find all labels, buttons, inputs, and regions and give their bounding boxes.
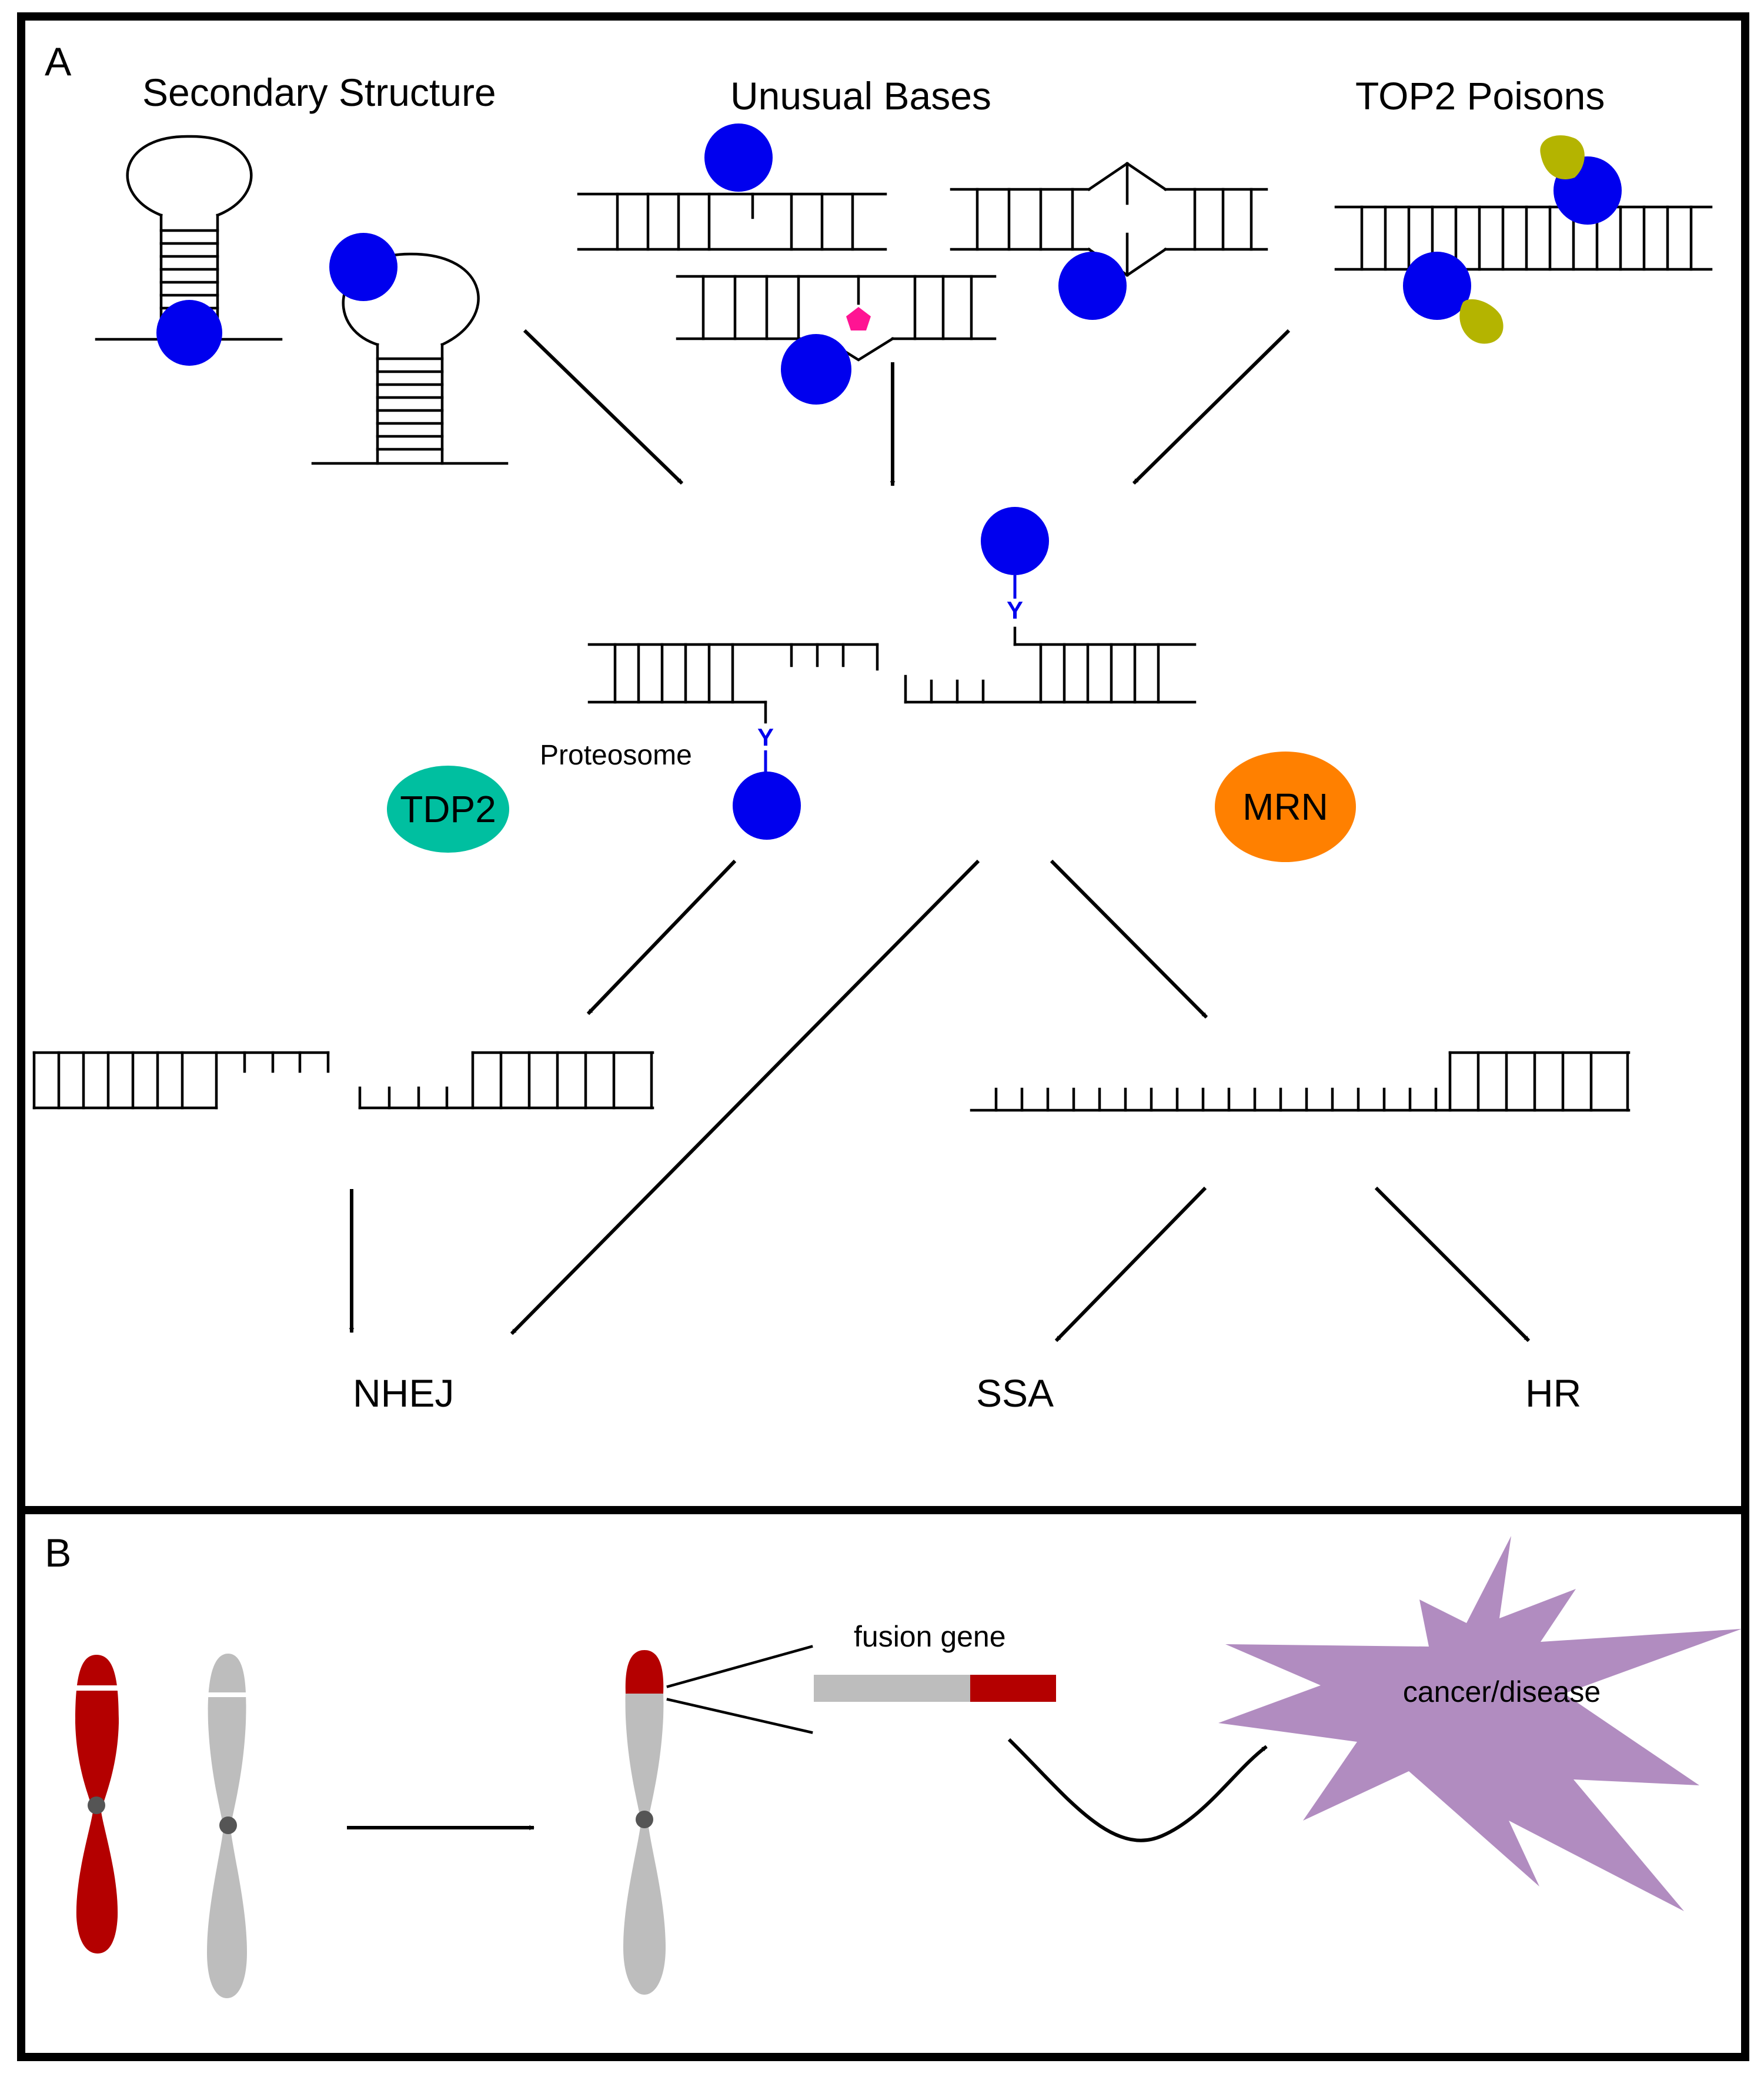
arrow-to-cancer	[1007, 1738, 1268, 1842]
top2-protein	[329, 233, 397, 301]
translocated-chromosome	[623, 1650, 666, 1995]
tdp2-oval: TDP2	[387, 766, 509, 853]
top2-protein	[981, 507, 1049, 575]
clean-break-ends	[32, 1051, 654, 1110]
panel-b-label: B	[45, 1531, 71, 1575]
right-end-rungs	[930, 643, 1160, 704]
top2-protein	[704, 123, 773, 192]
top2-protein	[733, 772, 801, 840]
arrow-secondary-to-break	[523, 329, 684, 485]
outcome-nhej: NHEJ	[353, 1371, 454, 1415]
panel-a-frame	[17, 12, 1749, 1514]
centromere	[636, 1811, 653, 1828]
arrow-poison-to-break	[1132, 329, 1291, 485]
arrow-break-to-nhej	[510, 859, 980, 1335]
fusion-gene-label: fusion gene	[854, 1620, 1006, 1653]
zoom-line-bottom	[666, 1698, 813, 1734]
outcome-ssa: SSA	[976, 1371, 1054, 1415]
duplex-bubble	[950, 162, 1268, 320]
top2-protein	[156, 300, 222, 366]
duplex-top2-poison	[1334, 135, 1713, 344]
poison-drug	[1540, 135, 1585, 179]
title-unusual-bases: Unusual Bases	[730, 74, 991, 118]
cancer-disease-label: cancer/disease	[1403, 1675, 1601, 1708]
hairpin-1	[95, 135, 283, 366]
cancer-starburst: cancer/disease	[1218, 1536, 1742, 1911]
arrow-resected-to-hr	[1374, 1186, 1531, 1343]
hairpin-1-rungs	[159, 229, 219, 310]
hairpin-2	[311, 233, 509, 465]
mrn-oval: MRN	[1215, 752, 1356, 862]
arrow-to-clean-ends	[586, 859, 737, 1016]
tdp2-label: TDP2	[400, 788, 496, 830]
title-secondary-structure: Secondary Structure	[142, 71, 496, 114]
arrow-resected-to-ssa	[1054, 1186, 1207, 1343]
hairpin-2-rungs	[376, 357, 444, 451]
mrn-label: MRN	[1242, 786, 1328, 828]
zoom-line-top	[666, 1645, 813, 1688]
proteosome-label: Proteosome	[540, 740, 692, 771]
red-chromosome	[73, 1655, 122, 1954]
poison-drug	[1459, 299, 1504, 344]
fusion-gene-red-segment	[970, 1675, 1056, 1702]
resected-end	[970, 1051, 1631, 1112]
panel-a-label: A	[45, 39, 72, 84]
damaged-base-pentagon	[846, 307, 871, 330]
tyrosine-link-bottom: Y	[757, 723, 774, 751]
tyrosine-link-top: Y	[1007, 596, 1023, 624]
top2-protein	[1403, 252, 1471, 320]
fusion-gene-gray-segment	[814, 1675, 970, 1702]
gray-chromosome	[203, 1654, 250, 1998]
title-top2-poisons: TOP2 Poisons	[1355, 74, 1605, 118]
outcome-hr: HR	[1525, 1371, 1581, 1415]
centromere	[219, 1816, 237, 1834]
poison-rungs	[1360, 205, 1693, 271]
top2-protein	[1058, 252, 1127, 320]
arrow-to-resected-end	[1050, 859, 1208, 1019]
left-end-rungs	[613, 643, 845, 704]
panel-b-frame	[17, 1506, 1749, 2061]
top2-protein	[781, 334, 851, 405]
double-strand-break: Y Y	[587, 507, 1197, 840]
centromere	[88, 1796, 105, 1814]
duplex-damaged-base	[676, 275, 997, 405]
duplex-nick	[577, 123, 887, 251]
